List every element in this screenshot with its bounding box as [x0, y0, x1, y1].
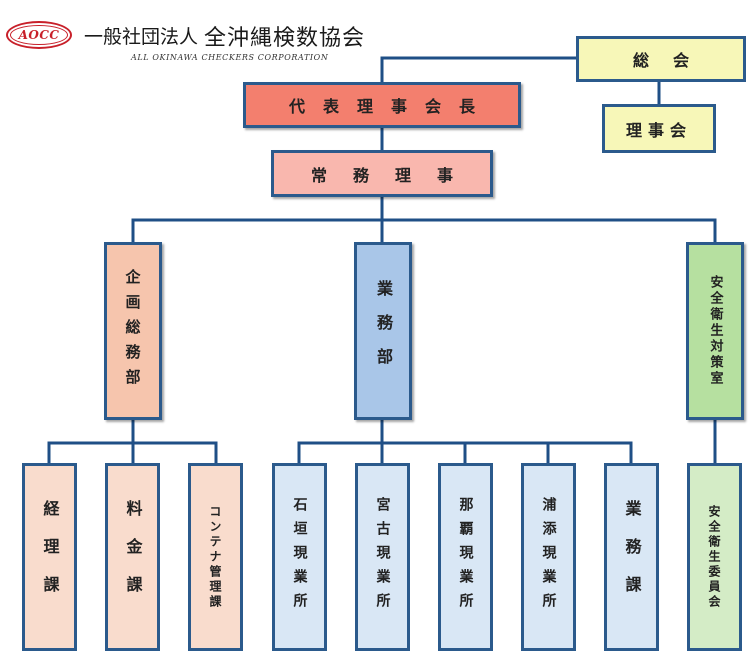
- board-of-directors-box: 理事会: [602, 104, 716, 153]
- aocc-logo-text: AOCC: [10, 25, 68, 45]
- naha-office-box: 那覇現業所: [438, 463, 493, 651]
- org-name-english: ALL OKINAWA CHECKERS CORPORATION: [131, 53, 329, 62]
- org-type: 一般社団法人: [84, 26, 199, 48]
- container-management-section-box: コンテナ管理課: [188, 463, 243, 651]
- executive-director-box: 常務理事: [271, 150, 493, 197]
- aocc-logo: AOCC: [6, 21, 72, 49]
- ishigaki-office-box: 石垣現業所: [272, 463, 327, 651]
- safety-health-committee-box: 安全衛生委員会: [687, 463, 742, 651]
- urasoe-office-box: 浦添現業所: [521, 463, 576, 651]
- safety-health-office-box: 安全衛生対策室: [686, 242, 744, 420]
- miyako-office-box: 宮古現業所: [355, 463, 410, 651]
- general-assembly-box: 総会: [576, 36, 746, 82]
- accounting-section-box: 経理課: [22, 463, 77, 651]
- president-box: 代表理事会長: [243, 82, 521, 128]
- operations-section-box: 業務課: [604, 463, 659, 651]
- operations-dept-box: 業務部: [354, 242, 412, 420]
- fees-section-box: 料金課: [105, 463, 160, 651]
- planning-general-affairs-dept-box: 企画総務部: [104, 242, 162, 420]
- org-name: 全沖縄検数協会: [204, 26, 366, 51]
